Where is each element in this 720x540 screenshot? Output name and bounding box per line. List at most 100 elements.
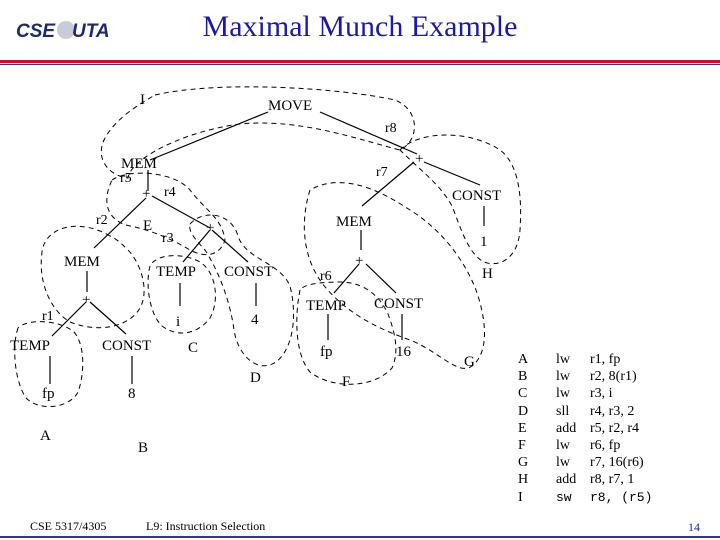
instruction-args: r7, 16(r6) <box>590 455 644 471</box>
instruction-op: lw <box>556 369 570 385</box>
logo-globe-icon <box>57 21 75 39</box>
tile-h <box>399 134 522 265</box>
instruction-tag: I <box>518 489 523 505</box>
node-plus: + <box>355 253 363 269</box>
reg-r5: r5 <box>120 171 132 186</box>
node-const: CONST <box>374 296 423 312</box>
instruction-args: r2, 8(r1) <box>590 369 637 385</box>
leaf-fp: fp <box>42 386 55 402</box>
edge <box>423 161 481 186</box>
footer-course: CSE 5317/4305 <box>30 519 107 533</box>
node-plus: + <box>206 220 214 236</box>
instruction-tag: D <box>518 403 529 419</box>
register-labels: r8 r5 r4 r7 r2 r3 r6 r1 <box>42 121 397 324</box>
tile-label-d: D <box>250 370 261 386</box>
cse-uta-logo: CSE UTA <box>16 21 110 42</box>
edge <box>89 301 127 335</box>
node-mem: MEM <box>64 254 100 270</box>
instruction-op: lw <box>556 386 570 402</box>
instruction-tag: F <box>518 438 526 454</box>
instruction-args: r8, r7, 1 <box>590 472 635 488</box>
instruction-args: r5, r2, r4 <box>590 420 639 436</box>
edge <box>151 195 211 229</box>
reg-r6: r6 <box>320 269 332 284</box>
tile-letters: I A B C D E F G H <box>40 92 493 456</box>
instruction-args: r3, i <box>590 386 613 402</box>
edge <box>333 263 360 294</box>
reg-r3: r3 <box>162 231 174 246</box>
tile-c <box>147 255 216 334</box>
instruction-op: lw <box>556 438 570 454</box>
page-number: 14 <box>688 520 700 534</box>
tile-g <box>303 182 485 369</box>
instruction-op: sll <box>556 403 570 419</box>
tile-i <box>100 86 415 179</box>
node-temp: TEMP <box>10 338 50 354</box>
node-plus: + <box>415 151 423 167</box>
edge <box>361 161 415 207</box>
leaf-labels: i 4 fp 8 fp 16 1 <box>42 234 488 402</box>
tile-label-a: A <box>40 428 51 444</box>
reg-r8: r8 <box>385 121 397 136</box>
tile-label-c: C <box>188 340 198 356</box>
node-move: MOVE <box>268 98 312 114</box>
instruction-tag: H <box>518 472 529 488</box>
header-rule-red <box>0 60 720 63</box>
reg-r4: r4 <box>164 185 176 200</box>
node-temp: TEMP <box>306 298 346 314</box>
leaf-8: 8 <box>128 386 136 402</box>
instruction-op: add <box>556 472 577 488</box>
edge <box>365 263 397 294</box>
node-temp: TEMP <box>156 264 196 280</box>
logo-text-cse: CSE <box>16 21 56 42</box>
instruction-tag: A <box>518 352 529 367</box>
instruction-tag: E <box>518 420 527 436</box>
tile-label-g: G <box>464 354 475 370</box>
instruction-tag: C <box>518 386 528 402</box>
node-plus: + <box>142 186 150 202</box>
tile-label-h: H <box>482 266 493 282</box>
node-const: CONST <box>224 264 273 280</box>
tile-label-e: E <box>143 218 152 234</box>
header-rule-blue <box>0 64 720 65</box>
tile-a <box>14 321 84 408</box>
node-plus: + <box>82 292 90 308</box>
node-labels: MOVE MEM + + TEMP CONST MEM + TEMP CONST… <box>10 98 501 354</box>
instruction-op: sw <box>556 489 572 505</box>
tile-b <box>40 225 145 329</box>
node-const: CONST <box>452 188 501 204</box>
logo-text-uta: UTA <box>72 21 110 42</box>
tree-diagram: MOVE MEM + + TEMP CONST MEM + TEMP CONST… <box>10 86 522 456</box>
edge <box>51 301 87 337</box>
instruction-args: r1, fp <box>590 352 621 367</box>
footer-rule <box>0 536 720 538</box>
reg-r2: r2 <box>96 213 108 228</box>
edge <box>211 229 249 263</box>
instruction-op: lw <box>556 455 570 471</box>
tile-f <box>296 281 397 385</box>
node-const: CONST <box>102 338 151 354</box>
footer-lecture: L9: Instruction Selection <box>146 519 266 533</box>
leaf-fp: fp <box>320 344 333 360</box>
instruction-args: r6, fp <box>590 438 621 454</box>
slide-title: Maximal Munch Example <box>202 10 518 43</box>
leaf-4: 4 <box>251 312 259 328</box>
tile-boundaries <box>14 86 522 408</box>
node-mem: MEM <box>336 214 372 230</box>
edge <box>149 111 269 161</box>
leaf-i: i <box>176 314 180 330</box>
reg-r1: r1 <box>42 309 54 324</box>
leaf-1: 1 <box>480 234 488 250</box>
node-mem: MEM <box>121 156 157 172</box>
instruction-tag: G <box>518 455 529 471</box>
tile-label-i: I <box>140 92 145 108</box>
tile-label-b: B <box>138 440 148 456</box>
